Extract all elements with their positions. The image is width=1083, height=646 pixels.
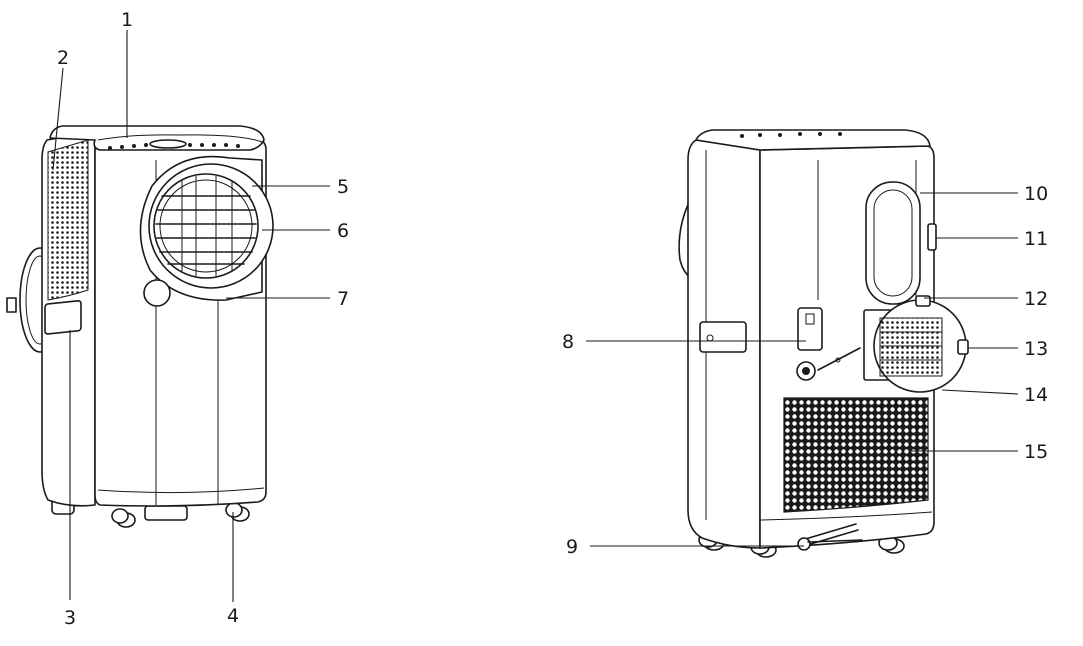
upper-air-inlet [865,181,921,305]
callout-9: 9 [566,536,578,558]
callout-12: 12 [1024,288,1048,310]
drain-outlet [796,347,861,381]
air-outlet [139,155,274,307]
side-handle [44,299,82,335]
drain-hose [797,523,863,551]
rear-side-handle [699,321,747,353]
callout-8: 8 [562,331,574,353]
callout-1: 1 [121,9,133,31]
callout-leaders [52,30,1019,602]
exhaust-adapter [863,295,969,393]
callout-4: 4 [227,605,239,627]
callout-3: 3 [64,607,76,629]
callout-13: 13 [1024,338,1048,360]
lower-grille [783,397,929,513]
control-panel [108,139,240,150]
cord-hook [797,307,823,351]
exhaust-grille [879,317,943,377]
callout-2: 2 [57,47,69,69]
side-grille [47,139,89,301]
callout-7: 7 [337,288,349,310]
callout-15: 15 [1024,441,1048,463]
louvres [155,176,257,276]
callout-6: 6 [337,220,349,242]
callout-5: 5 [337,176,349,198]
callout-14: 14 [1024,384,1048,406]
front-view [6,125,274,528]
rear-top-buttons [740,132,842,138]
callout-11: 11 [1024,228,1048,250]
rear-view [678,129,969,558]
remote-receiver [143,279,171,307]
top-surface [49,125,265,151]
callout-10: 10 [1024,183,1048,205]
side-knob [927,223,937,251]
callout-numbers: 1 2 3 4 5 6 7 8 9 10 11 12 13 14 15 [57,9,1048,629]
rear-top-surface [695,129,931,151]
